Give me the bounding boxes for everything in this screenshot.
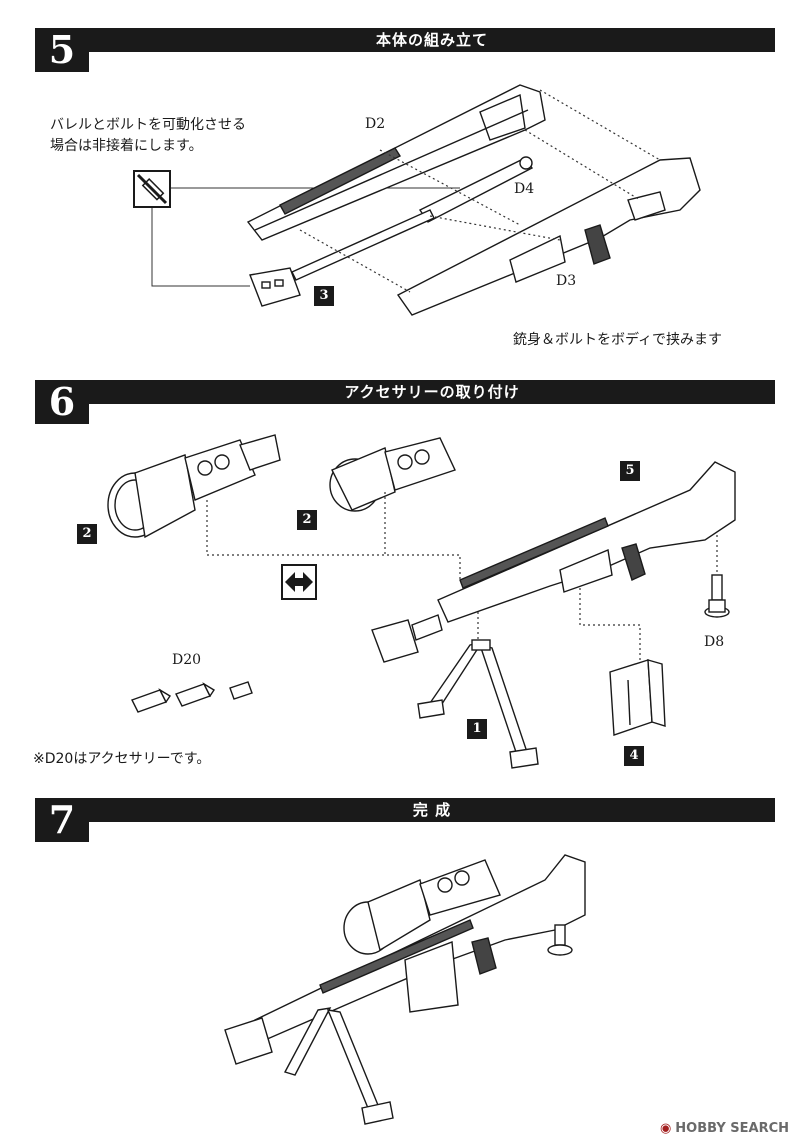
step-5-header: 5 本体の組み立て — [35, 28, 775, 72]
part-badge-3: 3 — [314, 286, 334, 306]
monopod-foot-drawing — [704, 574, 730, 618]
cartridges-drawing — [131, 681, 253, 713]
hobby-search-logo-icon: ◉ — [659, 1121, 672, 1136]
part-badge-4: 4 — [624, 746, 644, 766]
step5-note: バレルとボルトを可動化させる 場合は非接着にします。 — [50, 115, 246, 157]
label-d20: D20 — [172, 652, 202, 668]
bolt-drawing — [418, 156, 534, 223]
swap-arrows-icon — [281, 564, 317, 600]
magazine-drawing — [609, 659, 666, 736]
step-title: 完 成 — [89, 798, 775, 822]
step-number: 5 — [35, 28, 89, 72]
barrel-drawing — [249, 209, 435, 307]
scope-with-cover-closed-drawing — [329, 437, 456, 512]
label-d8: D8 — [704, 634, 725, 650]
part-badge-scope-a: 2 — [77, 524, 97, 544]
no-glue-icon — [133, 170, 171, 208]
label-d2: D2 — [365, 116, 386, 132]
watermark-text: HOBBY SEARCH — [675, 1121, 789, 1136]
rifle-body-drawing — [371, 461, 736, 663]
part-badge-5: 5 — [620, 461, 640, 481]
step6-guide-lines — [206, 492, 718, 660]
label-d4: D4 — [514, 181, 535, 197]
label-d3: D3 — [556, 273, 577, 289]
step5-caption: 銃身＆ボルトをボディで挟みます — [513, 332, 723, 348]
part-badge-1: 1 — [467, 719, 487, 739]
receiver-upper-drawing — [246, 84, 546, 241]
step5-guide-lines — [299, 89, 661, 293]
step-number: 6 — [35, 380, 89, 424]
step-title: アクセサリーの取り付け — [89, 380, 775, 404]
watermark: ◉HOBBY SEARCH — [660, 1121, 789, 1136]
step-number: 7 — [35, 798, 89, 842]
scope-with-cover-open-drawing — [107, 434, 281, 539]
step-6-header: 6 アクセサリーの取り付け — [35, 380, 775, 424]
part-badge-scope-b: 2 — [297, 510, 317, 530]
bipod-drawing — [417, 639, 539, 769]
step-7-header: 7 完 成 — [35, 798, 775, 842]
note-line-2: 場合は非接着にします。 — [50, 138, 203, 154]
note-line-1: バレルとボルトを可動化させる — [50, 117, 246, 133]
step6-note: ※D20はアクセサリーです。 — [33, 751, 211, 767]
step-title: 本体の組み立て — [89, 28, 775, 52]
